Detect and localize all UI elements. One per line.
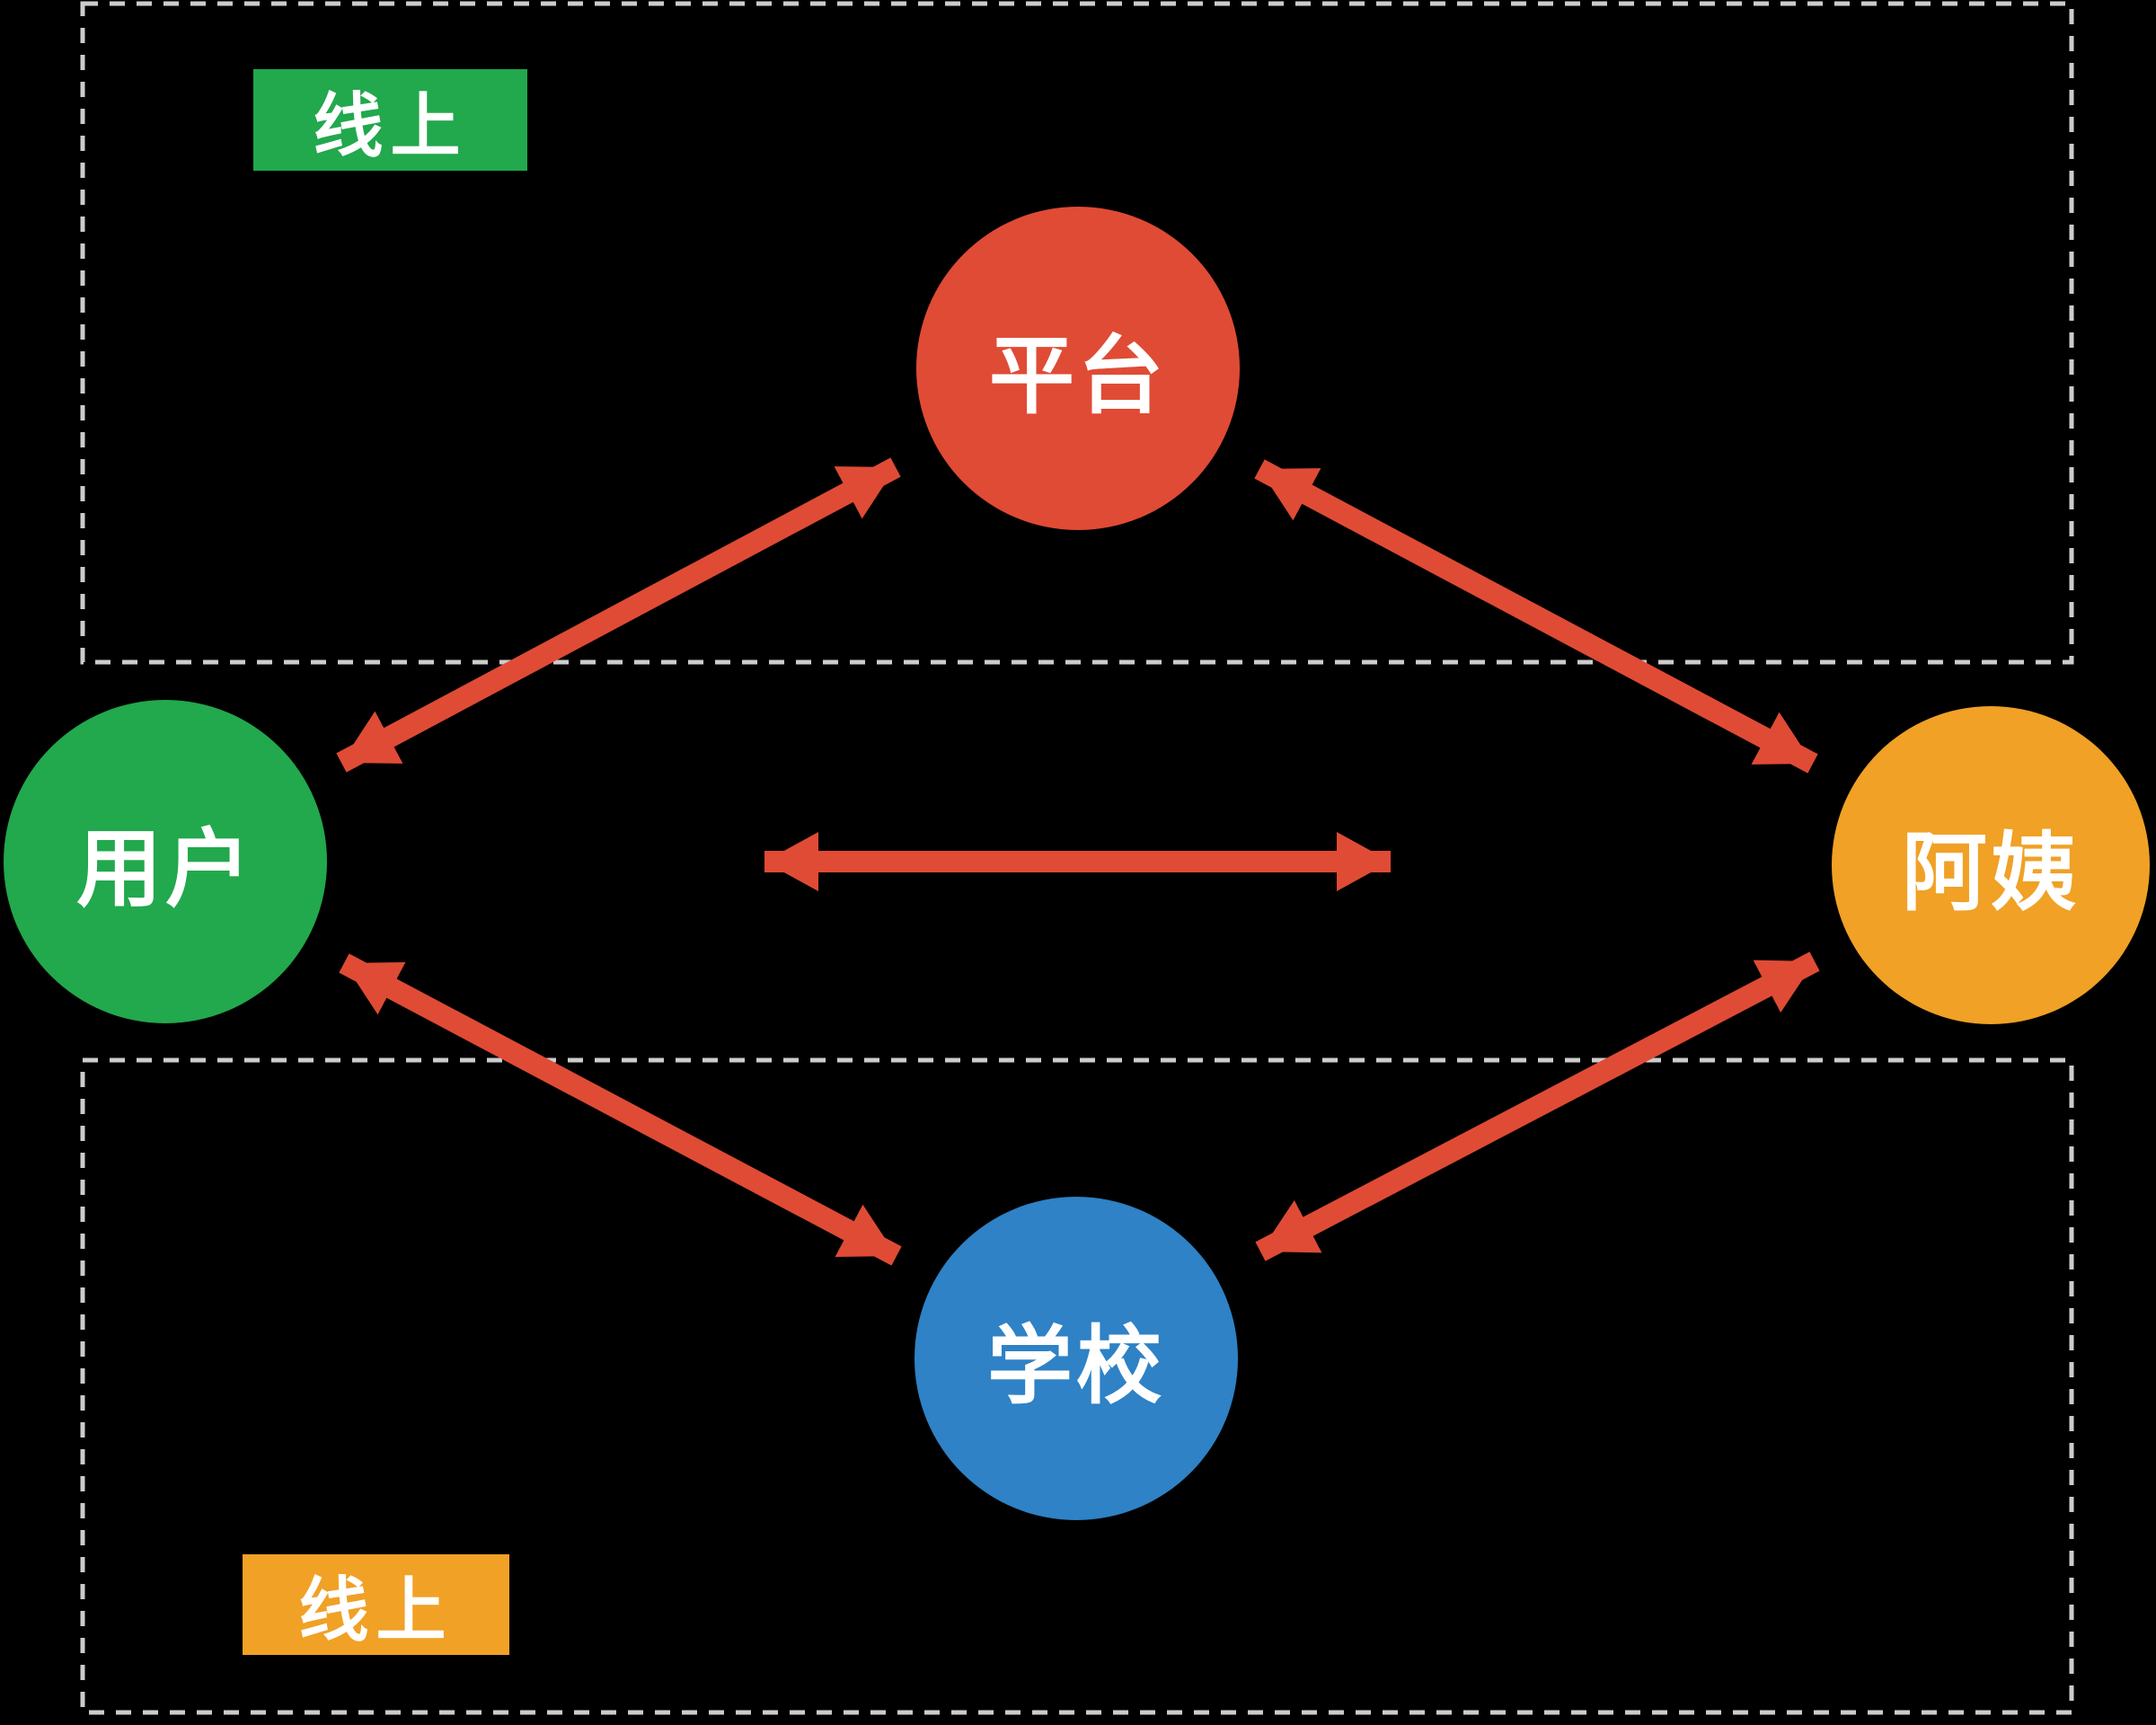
edge-user-school: [339, 953, 902, 1266]
online-region-badge-label: 线上: [313, 85, 468, 165]
node-school-label: 学校: [986, 1318, 1165, 1414]
online-region-border: [80, 1, 2074, 665]
edge-school-aunt: [1255, 951, 1820, 1261]
edge-user-platform: [336, 457, 901, 773]
node-user: 用户: [4, 700, 327, 1023]
node-platform-label: 平台: [988, 328, 1167, 424]
offline-region-badge: 线上: [243, 1554, 509, 1655]
node-school: 学校: [915, 1197, 1238, 1520]
node-aunt: 阿姨: [1832, 706, 2150, 1024]
node-user-label: 用户: [75, 821, 254, 917]
edge-platform-aunt: [1254, 459, 1818, 774]
offline-region-badge-label: 线上: [298, 1570, 454, 1650]
node-platform: 平台: [916, 207, 1240, 530]
online-region-badge: 线上: [253, 69, 527, 171]
node-aunt-label: 阿姨: [1901, 825, 2080, 921]
